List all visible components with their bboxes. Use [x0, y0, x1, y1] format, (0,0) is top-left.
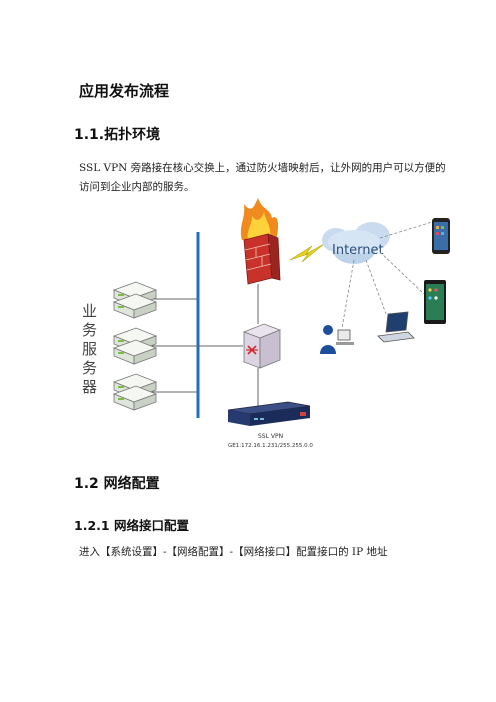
vpn-name-label: SSL VPN [258, 433, 283, 440]
server-label-char: 业 [82, 302, 97, 320]
vpn-ip-label: GE1:172.16.1.231/255.255.0.0 [228, 443, 313, 449]
core-switch-icon [242, 323, 282, 369]
server-label-char: 器 [82, 378, 97, 396]
server-icon [112, 281, 158, 319]
paragraph-line-1: SSL VPN 旁路接在核心交换上，通过防火墙映射后，让外网的用户可以方便的 [79, 162, 446, 174]
ssl-vpn-appliance-icon [227, 401, 311, 426]
paragraph-interface-steps: 进入【系统设置】-【网络配置】-【网络接口】配置接口的 IP 地址 [79, 546, 388, 558]
user-desktop-icon [320, 325, 354, 354]
laptop-icon [377, 311, 415, 343]
server-label-char: 服 [82, 340, 97, 358]
paragraph-line-2: 访问到企业内部的服务。 [79, 181, 195, 193]
phone-icon [432, 218, 450, 254]
firewall-icon [240, 198, 281, 285]
server-icon [112, 373, 158, 411]
lightning-icon [289, 243, 325, 263]
server-label-char: 务 [82, 359, 97, 377]
internet-label: Internet [332, 243, 384, 258]
tablet-icon [424, 280, 446, 324]
topology-diagram: 业 务 服 务 器 [82, 198, 450, 449]
server-icon [112, 327, 158, 365]
subsection-heading-interface: 1.2.1 网络接口配置 [74, 518, 189, 533]
section-heading-network-config: 1.2 网络配置 [74, 476, 160, 492]
server-label-char: 务 [82, 321, 97, 339]
section-heading-topology: 1.1.拓扑环境 [74, 127, 161, 143]
internet-cloud-icon: Internet [322, 222, 390, 264]
page-title: 应用发布流程 [79, 82, 170, 100]
